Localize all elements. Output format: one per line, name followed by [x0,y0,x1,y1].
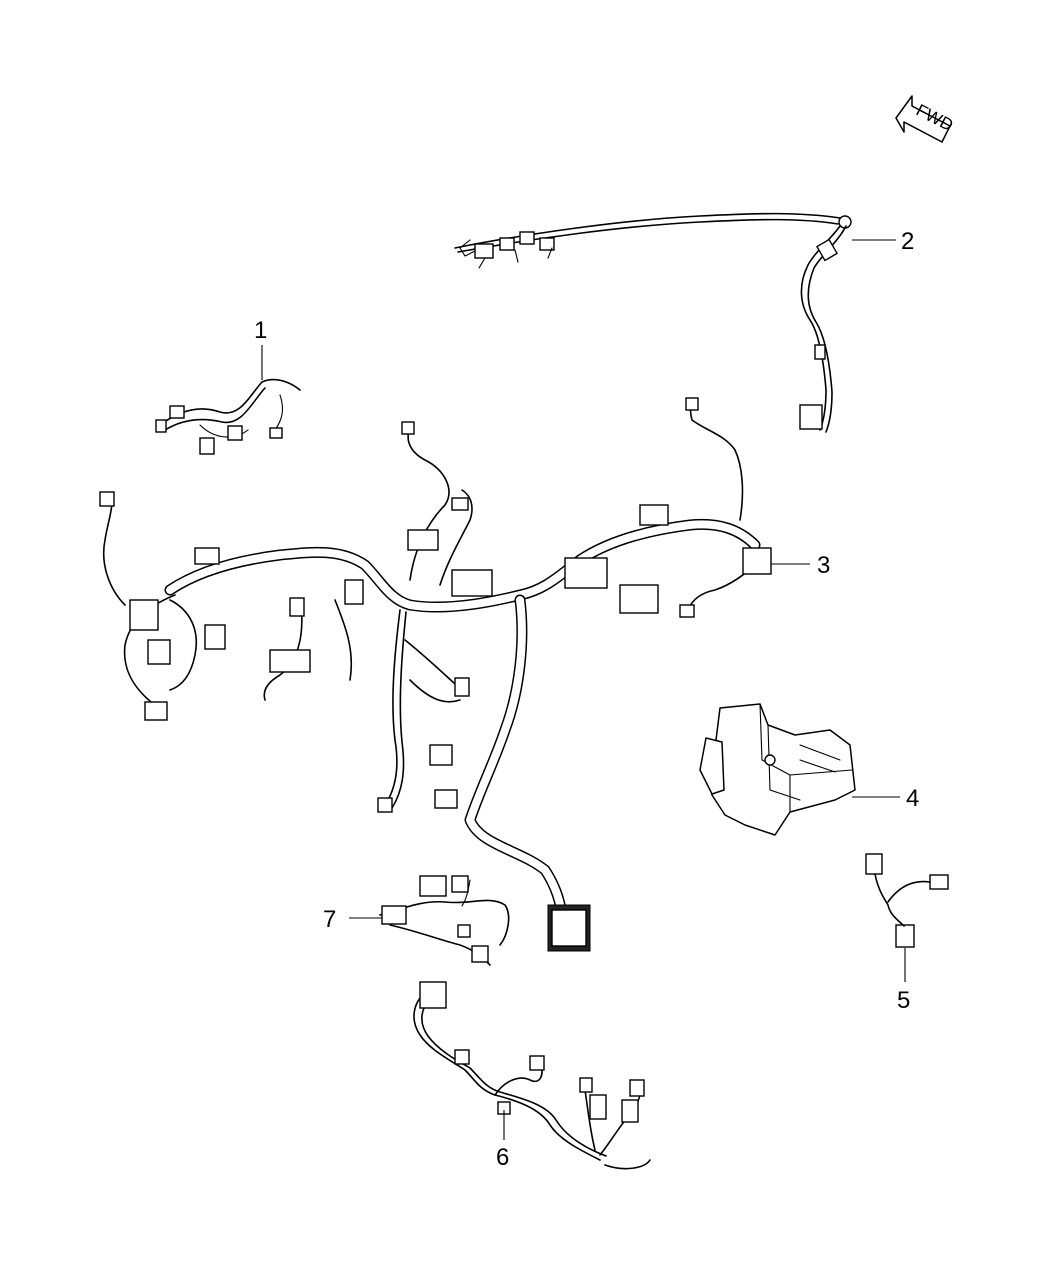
callout-7: 7 [323,906,336,933]
part-6-harness [413,981,651,1170]
callout-1: 1 [254,317,267,344]
callout-4: 4 [906,785,919,812]
part-2-harness [454,212,852,433]
part-4-bracket [699,703,856,836]
part-5-jumper [865,853,949,948]
part-3-harness [99,397,772,952]
fwd-arrow-icon: FWD [895,95,956,143]
callout-3: 3 [817,552,830,579]
callout-6: 6 [496,1144,509,1171]
callout-2: 2 [901,228,914,255]
callout-5: 5 [897,987,910,1014]
part-1-harness [155,378,301,455]
part-7-harness [379,875,510,966]
